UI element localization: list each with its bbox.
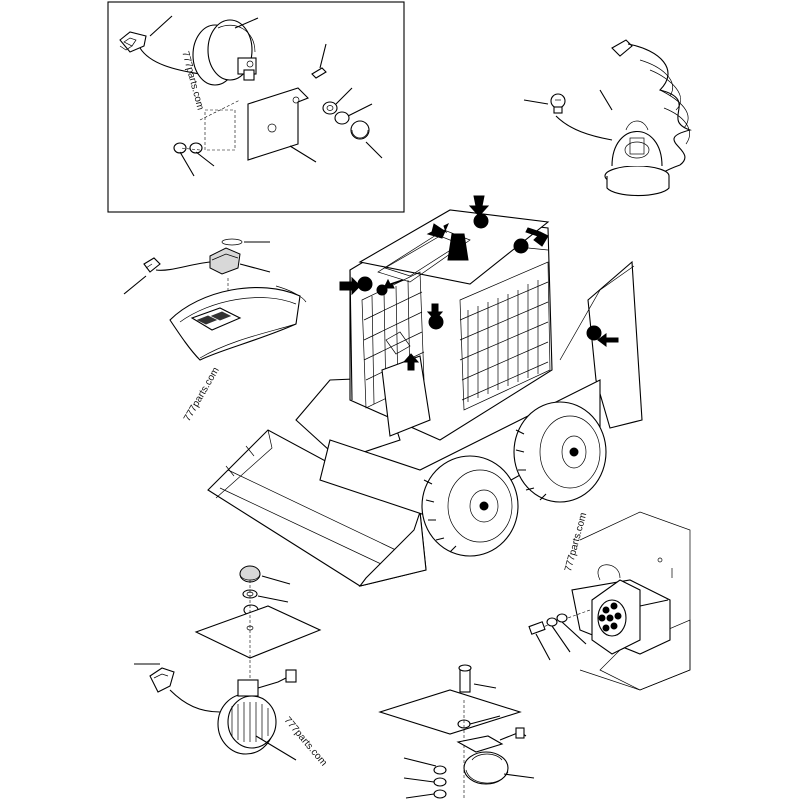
washer-nut-stack [322, 101, 370, 140]
mounting-bracket [247, 87, 309, 161]
skid-steer-loader [207, 195, 643, 587]
horn-assembly [378, 664, 535, 800]
cage-mesh [459, 280, 549, 402]
front-wheel [421, 455, 519, 557]
roof-lamp-detail [123, 238, 307, 361]
indicator-arrows [339, 195, 619, 371]
bulb-icon [143, 257, 161, 273]
rear-lamp [591, 579, 641, 655]
lamp-positions [357, 213, 602, 341]
inset-frame [107, 1, 405, 213]
rear-lamp-detail [528, 511, 691, 691]
bulb-icon [149, 667, 175, 693]
work-lamp-housing [192, 19, 257, 86]
front-work-lamp-detail [134, 565, 322, 761]
work-lamp-housing [217, 669, 297, 755]
beacon-bulb-icon [550, 93, 566, 114]
rotating-beacon [604, 39, 692, 197]
rear-wheel [513, 401, 607, 503]
bulb-icon [119, 31, 147, 53]
bolt [311, 67, 327, 79]
work-lamp-inset [107, 1, 405, 213]
bolt [528, 621, 546, 635]
horn [456, 727, 527, 785]
